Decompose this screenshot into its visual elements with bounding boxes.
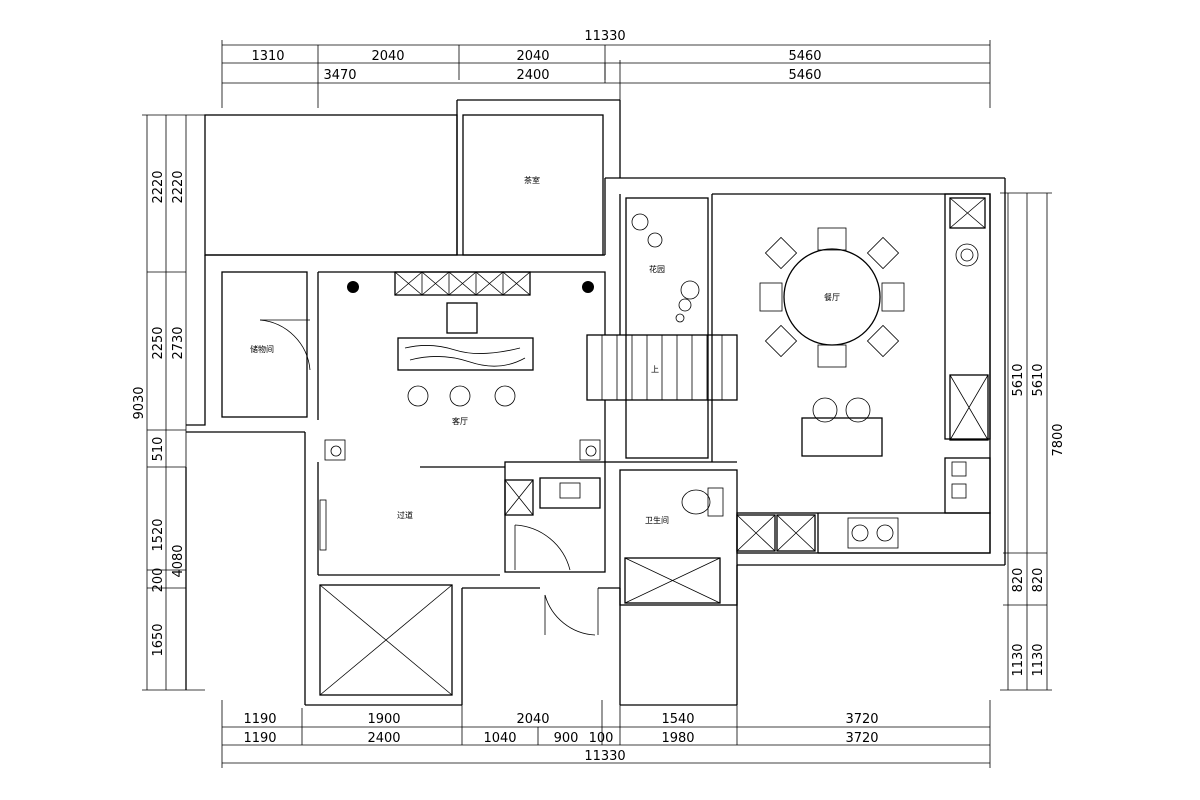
dim-left-2: 2250 [151, 326, 166, 359]
dim-left-9: 4080 [171, 544, 186, 577]
dim-left-6: 1650 [151, 623, 166, 656]
dim-right-3: 1130 [1011, 643, 1026, 676]
wall-cabinet [394, 271, 531, 296]
dim-right-total: 7800 [1051, 423, 1066, 456]
kitchen-appliances [504, 197, 989, 552]
dimension-lines [142, 40, 1052, 768]
dim-bottom-3: 2040 [516, 712, 549, 727]
dim-top-total: 11330 [584, 29, 625, 44]
room-label-top-middle: 茶室 [524, 175, 540, 185]
room-label-dining: 餐厅 [824, 293, 840, 302]
dining-furniture [759, 227, 905, 457]
dim-top-7: 5460 [788, 68, 821, 83]
dim-bottom-5: 3720 [845, 712, 878, 727]
terrace-plants [631, 213, 700, 323]
dim-top-6: 2400 [516, 68, 549, 83]
dim-bottom-1: 1190 [243, 712, 276, 727]
dim-left-4: 1520 [151, 518, 166, 551]
room-label-lower-hall: 过道 [397, 510, 413, 520]
dim-left-8: 2730 [171, 326, 186, 359]
dim-bottom-9: 900 [554, 731, 579, 746]
room-label-terrace: 花园 [649, 264, 665, 274]
walls [185, 99, 1006, 706]
dim-bottom-8: 1040 [483, 731, 516, 746]
dim-top-1: 1310 [251, 49, 284, 64]
dim-top-2: 2040 [371, 49, 404, 64]
dim-top-5: 3470 [323, 68, 356, 83]
dim-right-4: 5610 [1031, 363, 1046, 396]
dim-bottom-6: 1190 [243, 731, 276, 746]
room-label-left-small: 储物间 [250, 344, 274, 354]
dim-left-1: 2220 [151, 170, 166, 203]
room-label-living: 客厅 [452, 416, 468, 426]
living-furniture [319, 281, 601, 551]
dim-right-6: 1130 [1031, 643, 1046, 676]
dim-top-3: 2040 [516, 49, 549, 64]
room-label-stairs: 上 [651, 365, 659, 374]
dim-right-5: 820 [1031, 568, 1046, 593]
dim-left-total: 9030 [132, 386, 147, 419]
elevator-shaft [319, 584, 453, 696]
dim-bottom-11: 1980 [661, 731, 694, 746]
room-label-bathroom: 卫生间 [645, 515, 669, 525]
dim-bottom-7: 2400 [367, 731, 400, 746]
dim-bottom-10: 100 [589, 731, 614, 746]
dim-bottom-2: 1900 [367, 712, 400, 727]
bathroom-fixtures [539, 477, 724, 604]
dim-top-4: 5460 [788, 49, 821, 64]
doors [259, 319, 599, 636]
dim-right-1: 5610 [1011, 363, 1026, 396]
staircase [586, 334, 738, 401]
dim-bottom-total: 11330 [584, 749, 625, 764]
dim-bottom-12: 3720 [845, 731, 878, 746]
dim-left-5: 200 [151, 568, 166, 593]
dim-bottom-4: 1540 [661, 712, 694, 727]
dim-left-7: 2220 [171, 170, 186, 203]
dim-right-2: 820 [1011, 568, 1026, 593]
dim-left-3: 510 [151, 437, 166, 462]
